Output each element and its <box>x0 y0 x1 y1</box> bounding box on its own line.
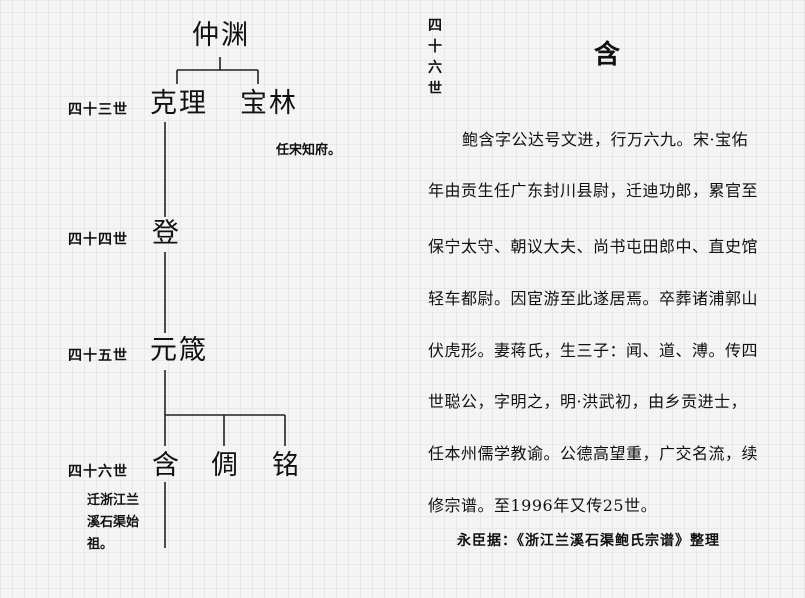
ancestor-name-deng: 登 <box>152 218 181 249</box>
ancestor-name-ti: 倜 <box>211 450 240 481</box>
biography-line: 任本州儒学教谕。公德高望重，广交名流，续 <box>428 444 759 463</box>
biography-line: 年由贡生任广东封川县尉，迁迪功郎，累官至 <box>428 181 759 200</box>
article-generation-marker: 四 十 六 世 <box>428 18 442 97</box>
generation-label-44: 四十四世 <box>68 232 128 248</box>
han-migration-note: 迁浙江兰 溪石渠始 祖。 <box>87 493 140 552</box>
biography-line: 伏虎形。妻蒋氏，生三子：闻、道、溥。传四 <box>428 341 759 360</box>
ancestor-name-ming: 铭 <box>272 450 301 481</box>
generation-label-43: 四十三世 <box>68 102 128 118</box>
ancestor-name-keli: 克理 <box>150 88 208 119</box>
ancestor-name-han: 含 <box>152 450 181 481</box>
source-citation: 永臣据：《浙江兰溪石渠鲍氏宗谱》整理 <box>457 533 720 549</box>
biography-line: 轻车都尉。因宦游至此遂居焉。卒葬诸浦郭山 <box>428 289 759 308</box>
biography-line: 保宁太守、朝议大夫、尚书屯田郎中、直史馆 <box>428 237 759 256</box>
ancestor-name-baolin: 宝林 <box>240 88 298 119</box>
generation-label-45: 四十五世 <box>68 348 128 364</box>
biography-line: 世聪公，字明之，明·洪武初，由乡贡进士， <box>428 392 748 411</box>
baolin-office-note: 任宋知府。 <box>276 143 342 158</box>
biography-line: 修宗谱。至1996年又传25世。 <box>428 496 658 515</box>
root-ancestor-name: 仲渊 <box>192 20 250 51</box>
ancestor-name-yuanzhen: 元箴 <box>150 335 208 366</box>
biography-line: 鲍含字公达号文进，行万六九。宋·宝佑 <box>462 130 749 149</box>
generation-label-46: 四十六世 <box>68 464 128 480</box>
article-title: 含 <box>594 40 621 70</box>
